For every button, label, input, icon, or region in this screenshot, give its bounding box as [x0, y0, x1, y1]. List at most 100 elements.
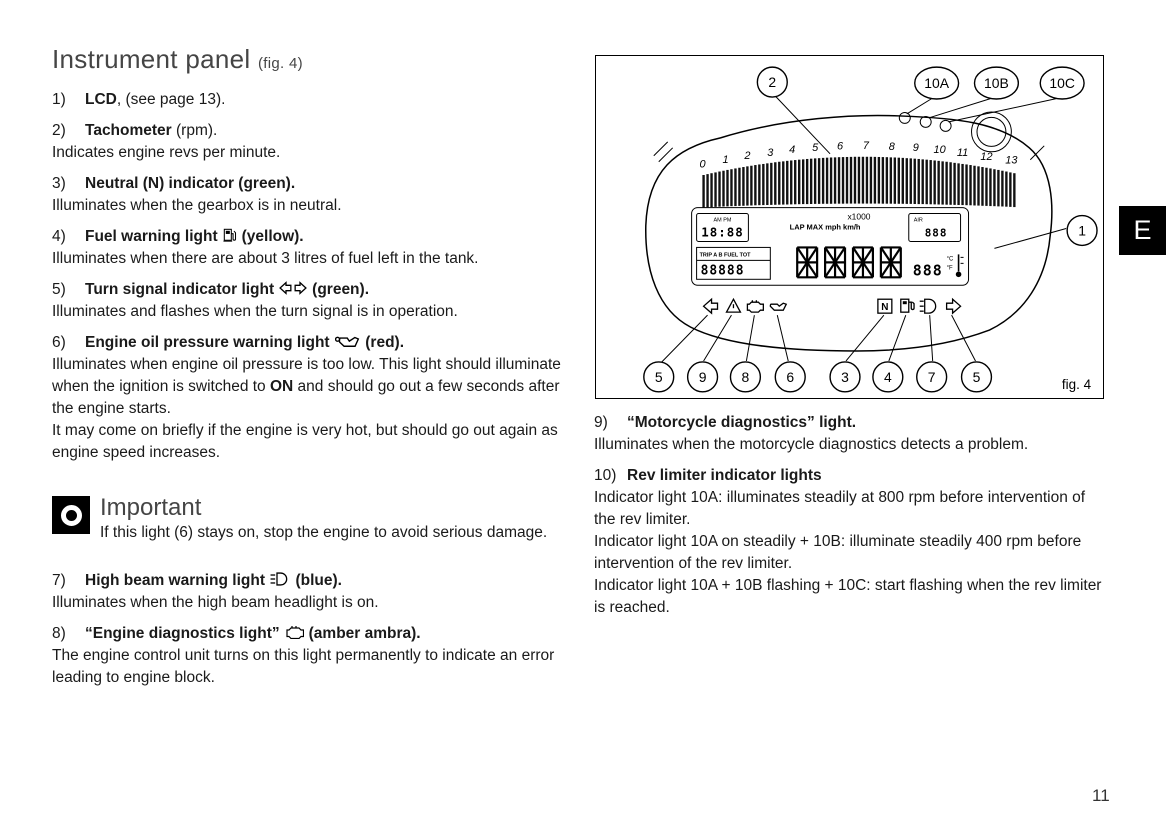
list-item-7: 7)High beam warning light(blue). Illumin…	[52, 570, 564, 614]
item-7-body: Illuminates when the high beam headlight…	[52, 594, 379, 611]
svg-text:9: 9	[699, 369, 707, 385]
svg-text:10B: 10B	[984, 75, 1009, 91]
rev-lamp-10a	[898, 111, 911, 124]
rev-lamp-10c	[939, 119, 952, 132]
page-title-fig-ref: (fig. 4)	[258, 55, 303, 72]
turn-signal-icon	[279, 279, 308, 301]
item-8-body: The engine control unit turns on this li…	[52, 647, 555, 686]
item-3-body: Illuminates when the gearbox is in neutr…	[52, 197, 342, 214]
callout-5-right: 5	[960, 361, 993, 393]
callout-7: 7	[916, 361, 948, 393]
callout-8: 8	[729, 361, 762, 393]
svg-text:0: 0	[700, 159, 706, 171]
item-6-body-2: It may come on briefly if the engine is …	[52, 422, 558, 461]
svg-text:4: 4	[789, 144, 795, 156]
list-item-2: 2)Tachometer (rpm). Indicates engine rev…	[52, 120, 564, 164]
page-number: 11	[1092, 786, 1110, 805]
svg-text:10: 10	[934, 144, 946, 156]
tachometer-bars	[702, 156, 1016, 208]
section-tab: E	[1119, 206, 1166, 255]
light-sensor-pod	[971, 111, 1012, 153]
panel-housing	[645, 111, 1053, 352]
thermometer-icon	[955, 254, 964, 278]
svg-text:7: 7	[863, 140, 870, 152]
item-5-body: Illuminates and flashes when the turn si…	[52, 303, 458, 320]
item-10-line-1: Indicator light 10A: illuminates steadil…	[594, 489, 1086, 528]
svg-text:5: 5	[973, 369, 981, 385]
item-6-body: Illuminates when engine oil pressure is …	[52, 356, 561, 417]
figure-4: 0 1 2 3 4 5 6 7 8 9 10 11 12 13 x1000 AM…	[595, 55, 1104, 399]
callout-5-left: 5	[643, 361, 675, 393]
svg-text:1: 1	[722, 154, 728, 166]
svg-text:12: 12	[980, 151, 992, 163]
fuel-pump-icon	[223, 226, 237, 248]
oil-small-icon	[769, 302, 788, 311]
list-item-5: 5)Turn signal indicator light(green). Il…	[52, 279, 564, 323]
trip-label: TRIP A B FUEL TOT	[700, 252, 752, 258]
lcd-display: AM PM 18:88 LAP MAX mph km/h AIR 888 TRI…	[691, 207, 970, 286]
svg-text:1: 1	[1078, 222, 1086, 238]
callout-10a: 10A	[914, 66, 960, 100]
right-column: 9)“Motorcycle diagnostics” light. Illumi…	[594, 412, 1110, 628]
callout-10b: 10B	[973, 66, 1020, 100]
air-temp-value: 888	[925, 226, 948, 239]
page-title-text: Instrument panel	[52, 44, 251, 74]
list-item-8: 8)“Engine diagnostics light”(amber ambra…	[52, 623, 564, 689]
important-note: Important If this light (6) stays on, st…	[52, 494, 564, 544]
svg-text:N: N	[881, 302, 888, 313]
item-9-body: Illuminates when the motorcycle diagnost…	[594, 436, 1029, 453]
svg-text:3: 3	[767, 147, 773, 159]
page-title: Instrument panel (fig. 4)	[52, 44, 564, 75]
fahrenheit-label: °F	[947, 265, 953, 271]
engine-icon	[285, 623, 304, 645]
callout-2: 2	[756, 66, 788, 98]
callout-1: 1	[1066, 214, 1098, 247]
svg-text:7: 7	[928, 369, 936, 385]
list-item-9: 9)“Motorcycle diagnostics” light. Illumi…	[594, 412, 1110, 456]
odometer-display: 88888	[701, 263, 745, 278]
callout-9: 9	[686, 361, 719, 393]
engine-small-icon	[746, 300, 764, 313]
svg-text:6: 6	[786, 369, 794, 385]
item-2-body: Indicates engine revs per minute.	[52, 144, 281, 161]
svg-text:5: 5	[655, 369, 663, 385]
lcd-units-row: LAP MAX mph km/h	[790, 222, 861, 231]
svg-text:8: 8	[742, 369, 750, 385]
list-item-10: 10)Rev limiter indicator lights Indicato…	[594, 465, 1110, 619]
tachometer-numbers: 0 1 2 3 4 5 6 7 8 9 10 11 12 13	[700, 140, 1018, 171]
svg-text:6: 6	[837, 140, 844, 152]
main-display-digits	[796, 246, 902, 279]
turn-right-small-icon	[945, 297, 962, 315]
callout-4: 4	[872, 361, 904, 393]
item-4-body: Illuminates when there are about 3 litre…	[52, 250, 479, 267]
svg-text:2: 2	[743, 150, 750, 162]
svg-text:2: 2	[768, 74, 776, 90]
ampm-label: AM PM	[714, 218, 732, 224]
list-item-6: 6)Engine oil pressure warning light(red)…	[52, 332, 564, 464]
indicator-icons-row: N	[702, 297, 962, 315]
callout-6: 6	[774, 361, 806, 393]
air-label: AIR	[914, 218, 923, 224]
neutral-indicator: N	[877, 298, 893, 314]
high-beam-icon	[270, 570, 290, 592]
item-10-line-2: Indicator light 10A on steadily + 10B: i…	[594, 533, 1082, 572]
svg-text:10A: 10A	[924, 75, 950, 91]
tach-multiplier-label: x1000	[847, 212, 870, 222]
list-item-3: 3)Neutral (N) indicator (green). Illumin…	[52, 173, 564, 217]
hazard-small-icon	[725, 297, 742, 313]
svg-text:9: 9	[913, 142, 919, 154]
turn-left-small-icon	[702, 297, 719, 315]
svg-text:4: 4	[884, 369, 892, 385]
oil-pressure-icon	[334, 332, 361, 354]
instrument-panel-figure: 0 1 2 3 4 5 6 7 8 9 10 11 12 13 x1000 AM…	[643, 66, 1098, 393]
list-item-4: 4)Fuel warning light(yellow). Illuminate…	[52, 226, 564, 270]
svg-text:5: 5	[812, 142, 819, 154]
svg-text:11: 11	[957, 147, 968, 159]
rev-lamp-10b	[919, 115, 932, 128]
callout-3: 3	[829, 361, 861, 393]
callouts: 2 10A 10B 10C 1 5 9 8 6 3 4 7 5	[643, 66, 1098, 393]
fuel-small-icon	[900, 298, 915, 313]
left-column: Instrument panel (fig. 4) 1)LCD, (see pa…	[52, 44, 564, 698]
svg-text:13: 13	[1005, 155, 1017, 167]
